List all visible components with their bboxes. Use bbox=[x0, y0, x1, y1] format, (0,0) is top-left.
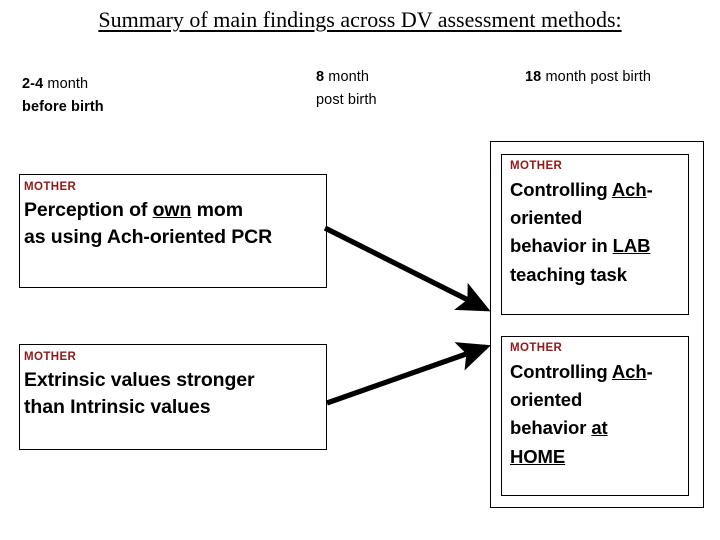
finding-text-underlined: HOME bbox=[510, 445, 566, 467]
column-header-18-month-post-birth: 18 month post birth bbox=[525, 66, 651, 89]
column-header-2-4-month-before-birth: 2-4 month before birth bbox=[22, 73, 104, 120]
finding-line: teaching task bbox=[510, 263, 627, 285]
finding-text-underlined: LAB bbox=[612, 235, 651, 257]
finding-line: behavior in LAB bbox=[510, 232, 683, 260]
column-header-line-1: 8 month bbox=[316, 66, 377, 89]
finding-line: oriented bbox=[510, 388, 583, 410]
finding-text-underlined: Ach bbox=[611, 360, 647, 382]
finding-text-left-bottom: Extrinsic values stronger than Intrinsic… bbox=[24, 367, 320, 422]
source-label-mother: MOTHER bbox=[510, 160, 563, 172]
finding-text-segment: Controlling bbox=[510, 178, 612, 200]
finding-line: as using Ach-oriented PCR bbox=[24, 226, 273, 249]
source-label-mother: MOTHER bbox=[510, 342, 563, 354]
finding-text-left-top: Perception of own mom as using Ach-orien… bbox=[24, 197, 320, 252]
finding-line: Controlling Ach- bbox=[510, 358, 683, 386]
column-header-bold-token: 18 bbox=[525, 69, 542, 85]
finding-line: Extrinsic values stronger bbox=[24, 368, 255, 391]
finding-line: behavior at bbox=[510, 414, 683, 442]
column-header-rest: month bbox=[324, 69, 370, 85]
finding-line: than Intrinsic values bbox=[24, 396, 211, 419]
finding-text-segment: Controlling bbox=[510, 360, 612, 382]
column-header-line-1: 18 month post birth bbox=[525, 66, 651, 89]
finding-text-segment: - bbox=[646, 360, 653, 382]
finding-text-underlined: Ach bbox=[611, 178, 647, 200]
finding-text-segment: mom bbox=[191, 198, 243, 221]
column-header-bold-token: 8 bbox=[316, 69, 325, 85]
finding-text-segment: behavior in bbox=[510, 235, 613, 257]
column-header-line-2: before birth bbox=[22, 96, 104, 119]
finding-box-right-top: MOTHER Controlling Ach- oriented behavio… bbox=[501, 154, 689, 315]
finding-text-underlined: own bbox=[152, 198, 192, 221]
column-header-rest: month post birth bbox=[541, 69, 652, 85]
finding-text-underlined: at bbox=[591, 417, 608, 439]
finding-line: oriented bbox=[510, 206, 583, 228]
arrow-left-top-to-right-top bbox=[323, 225, 491, 312]
column-header-line-1: 2-4 month bbox=[22, 73, 104, 96]
finding-box-left-top: MOTHER Perception of own mom as using Ac… bbox=[19, 174, 327, 288]
finding-line: Controlling Ach- bbox=[510, 176, 683, 204]
finding-line: Perception of own mom bbox=[24, 197, 320, 225]
finding-box-left-bottom: MOTHER Extrinsic values stronger than In… bbox=[19, 344, 327, 450]
column-header-line-2-text: before birth bbox=[22, 99, 104, 116]
finding-text-segment: behavior bbox=[510, 417, 592, 439]
finding-text-right-bottom: Controlling Ach- oriented behavior at HO… bbox=[510, 358, 683, 471]
column-header-bold-token: 2-4 bbox=[22, 76, 44, 92]
column-header-rest: month bbox=[43, 76, 89, 92]
source-label-mother: MOTHER bbox=[24, 351, 77, 363]
page-title: Summary of main findings across DV asses… bbox=[98, 7, 622, 32]
column-header-8-month-post-birth: 8 month post birth bbox=[316, 66, 377, 113]
arrow-left-bottom-to-right-bottom bbox=[326, 342, 491, 406]
finding-text-segment: - bbox=[646, 178, 653, 200]
finding-text-segment: Perception of bbox=[24, 198, 153, 221]
column-header-line-2: post birth bbox=[316, 92, 377, 109]
finding-line: HOME bbox=[510, 443, 683, 471]
source-label-mother: MOTHER bbox=[24, 181, 77, 193]
finding-box-right-bottom: MOTHER Controlling Ach- oriented behavio… bbox=[501, 336, 689, 496]
finding-text-right-top: Controlling Ach- oriented behavior in LA… bbox=[510, 176, 683, 289]
